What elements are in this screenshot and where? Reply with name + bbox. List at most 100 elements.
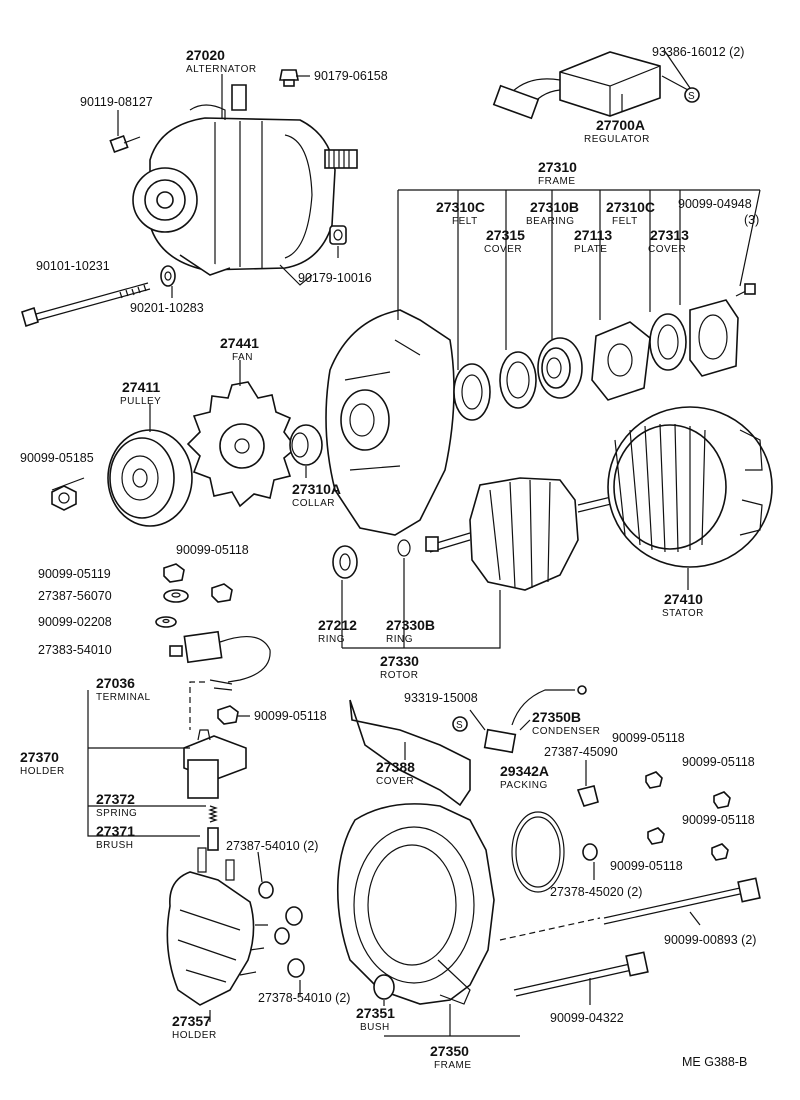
label-ring-b-num: 27330B	[386, 617, 435, 633]
nut-90099-05185-drawing	[51, 485, 77, 511]
long-bolt-90101-10231-drawing	[21, 282, 151, 328]
label-ring-a-num: 27212	[318, 617, 357, 633]
holder-27357-drawing	[166, 847, 268, 1006]
nut-90099-05118-d-drawing	[713, 791, 731, 809]
nut-90099-05118-e-drawing	[647, 827, 665, 845]
label-felt-b-name: FELT	[612, 216, 638, 227]
rear-frame-drawing	[336, 803, 495, 1005]
label-cover-a-num: 27315	[486, 227, 525, 243]
bolt-90119-08127-drawing	[109, 134, 141, 154]
label-90099-05118-a: 90099-05118	[176, 543, 249, 557]
cover-27315-drawing	[499, 351, 537, 409]
label-spring-name: SPRING	[96, 808, 137, 819]
label-regulator-num: 27700A	[596, 117, 645, 133]
label-terminal-num: 27036	[96, 675, 135, 691]
felt-27310c-a-drawing	[453, 363, 491, 421]
label-holder-b-num: 27357	[172, 1013, 211, 1029]
screw-90099-04948-drawing	[735, 283, 756, 297]
label-90099-02208: 90099-02208	[38, 615, 112, 629]
label-cover-a-name: COVER	[484, 244, 522, 255]
pulley-drawing	[107, 429, 193, 527]
part-labels: 27020 ALTERNATOR 90179-06158 93386-16012…	[20, 45, 759, 1071]
label-alternator-name: ALTERNATOR	[186, 64, 257, 75]
label-bearing-name: BEARING	[526, 216, 575, 227]
nut-90099-05118-a-drawing	[211, 583, 233, 603]
svg-text:S: S	[456, 720, 463, 731]
label-90099-05118-f: 90099-05118	[610, 859, 683, 873]
label-90099-04948: 90099-04948	[678, 197, 752, 211]
packing-drawing	[511, 811, 565, 893]
brush-drawing	[207, 827, 219, 851]
washer-90099-02208-drawing	[155, 616, 177, 628]
regulator-drawing: S	[492, 51, 700, 120]
washer-27387-56070-drawing	[163, 589, 189, 603]
bearing-27310b-drawing	[537, 337, 583, 399]
bolt-90099-00893-drawing	[603, 877, 761, 925]
label-90099-04322: 90099-04322	[550, 1011, 624, 1025]
label-collar-num: 27310A	[292, 481, 341, 497]
label-frame-top-name: FRAME	[538, 176, 576, 187]
label-ring-b-name: RING	[386, 634, 413, 645]
label-packing-name: PACKING	[500, 780, 548, 791]
label-90099-04948-qty: (3)	[744, 213, 759, 227]
label-pulley-name: PULLEY	[120, 396, 161, 407]
washer-90201-10283-drawing	[160, 265, 176, 287]
label-fan-num: 27441	[220, 335, 259, 351]
nut-90099-05118-b-drawing	[217, 705, 239, 725]
cover-27388-drawing	[349, 699, 471, 807]
label-rotor-name: ROTOR	[380, 670, 418, 681]
bush-27351-drawing	[373, 974, 395, 1000]
nut-90099-05118-c-drawing	[645, 771, 663, 789]
label-90179-10016: 90179-10016	[298, 271, 372, 285]
label-cover-c-num: 27388	[376, 759, 415, 775]
label-collar-name: COLLAR	[292, 498, 335, 509]
label-brush-num: 27371	[96, 823, 135, 839]
label-90099-05118-d: 90099-05118	[682, 755, 755, 769]
label-cover-b-name: COVER	[648, 244, 686, 255]
label-holder-b-name: HOLDER	[172, 1030, 217, 1041]
label-brush-name: BRUSH	[96, 840, 134, 851]
label-rotor-num: 27330	[380, 653, 419, 669]
label-90099-00893: 90099-00893 (2)	[664, 933, 756, 947]
label-plate-num: 27113	[574, 227, 612, 243]
nut-90099-05119-drawing	[163, 563, 185, 583]
label-93386-16012: 93386-16012 (2)	[652, 45, 744, 59]
nut-90099-05118-f-drawing	[711, 843, 729, 861]
alternator-drawing	[132, 84, 358, 286]
collar-drawing	[289, 424, 323, 466]
label-pulley-num: 27411	[122, 379, 160, 395]
label-27378-45020: 27378-45020 (2)	[550, 885, 642, 899]
label-holder-name: HOLDER	[20, 766, 65, 777]
label-bearing-num: 27310B	[530, 199, 579, 215]
label-90099-05118-b: 90099-05118	[254, 709, 327, 723]
nut-90179-10016-drawing	[329, 225, 347, 245]
label-frame-top-num: 27310	[538, 159, 577, 175]
label-90099-05118-c: 90099-05118	[612, 731, 685, 745]
label-stator-num: 27410	[664, 591, 703, 607]
spring-drawing	[208, 805, 218, 823]
label-terminal-name: TERMINAL	[96, 692, 151, 703]
label-ring-a-name: RING	[318, 634, 345, 645]
ring-27330b-drawing	[397, 539, 411, 557]
condenser-drawing: S	[452, 685, 587, 754]
label-condenser-name: CONDENSER	[532, 726, 600, 737]
svg-text:S: S	[688, 91, 695, 102]
bolt-90179-06158-drawing	[279, 69, 299, 87]
bush-27378-54010-drawing	[274, 906, 305, 978]
ring-27212-drawing	[332, 545, 358, 579]
label-plate-name: PLATE	[574, 244, 607, 255]
label-frame-bottom-name: FRAME	[434, 1060, 472, 1071]
label-felt-a-name: FELT	[452, 216, 478, 227]
bush-27387-54010-drawing	[258, 881, 274, 899]
fan-drawing	[186, 381, 298, 508]
label-27383-54010: 27383-54010	[38, 643, 112, 657]
label-felt-b-num: 27310C	[606, 199, 655, 215]
label-stator-name: STATOR	[662, 608, 704, 619]
label-bush-name: BUSH	[360, 1022, 390, 1033]
label-93319-15008: 93319-15008	[404, 691, 478, 705]
label-regulator-name: REGULATOR	[584, 134, 650, 145]
nut-27387-45090-drawing	[576, 785, 599, 807]
label-alternator-num: 27020	[186, 47, 225, 63]
label-27387-45090: 27387-45090	[544, 745, 618, 759]
label-27378-54010: 27378-54010 (2)	[258, 991, 350, 1005]
